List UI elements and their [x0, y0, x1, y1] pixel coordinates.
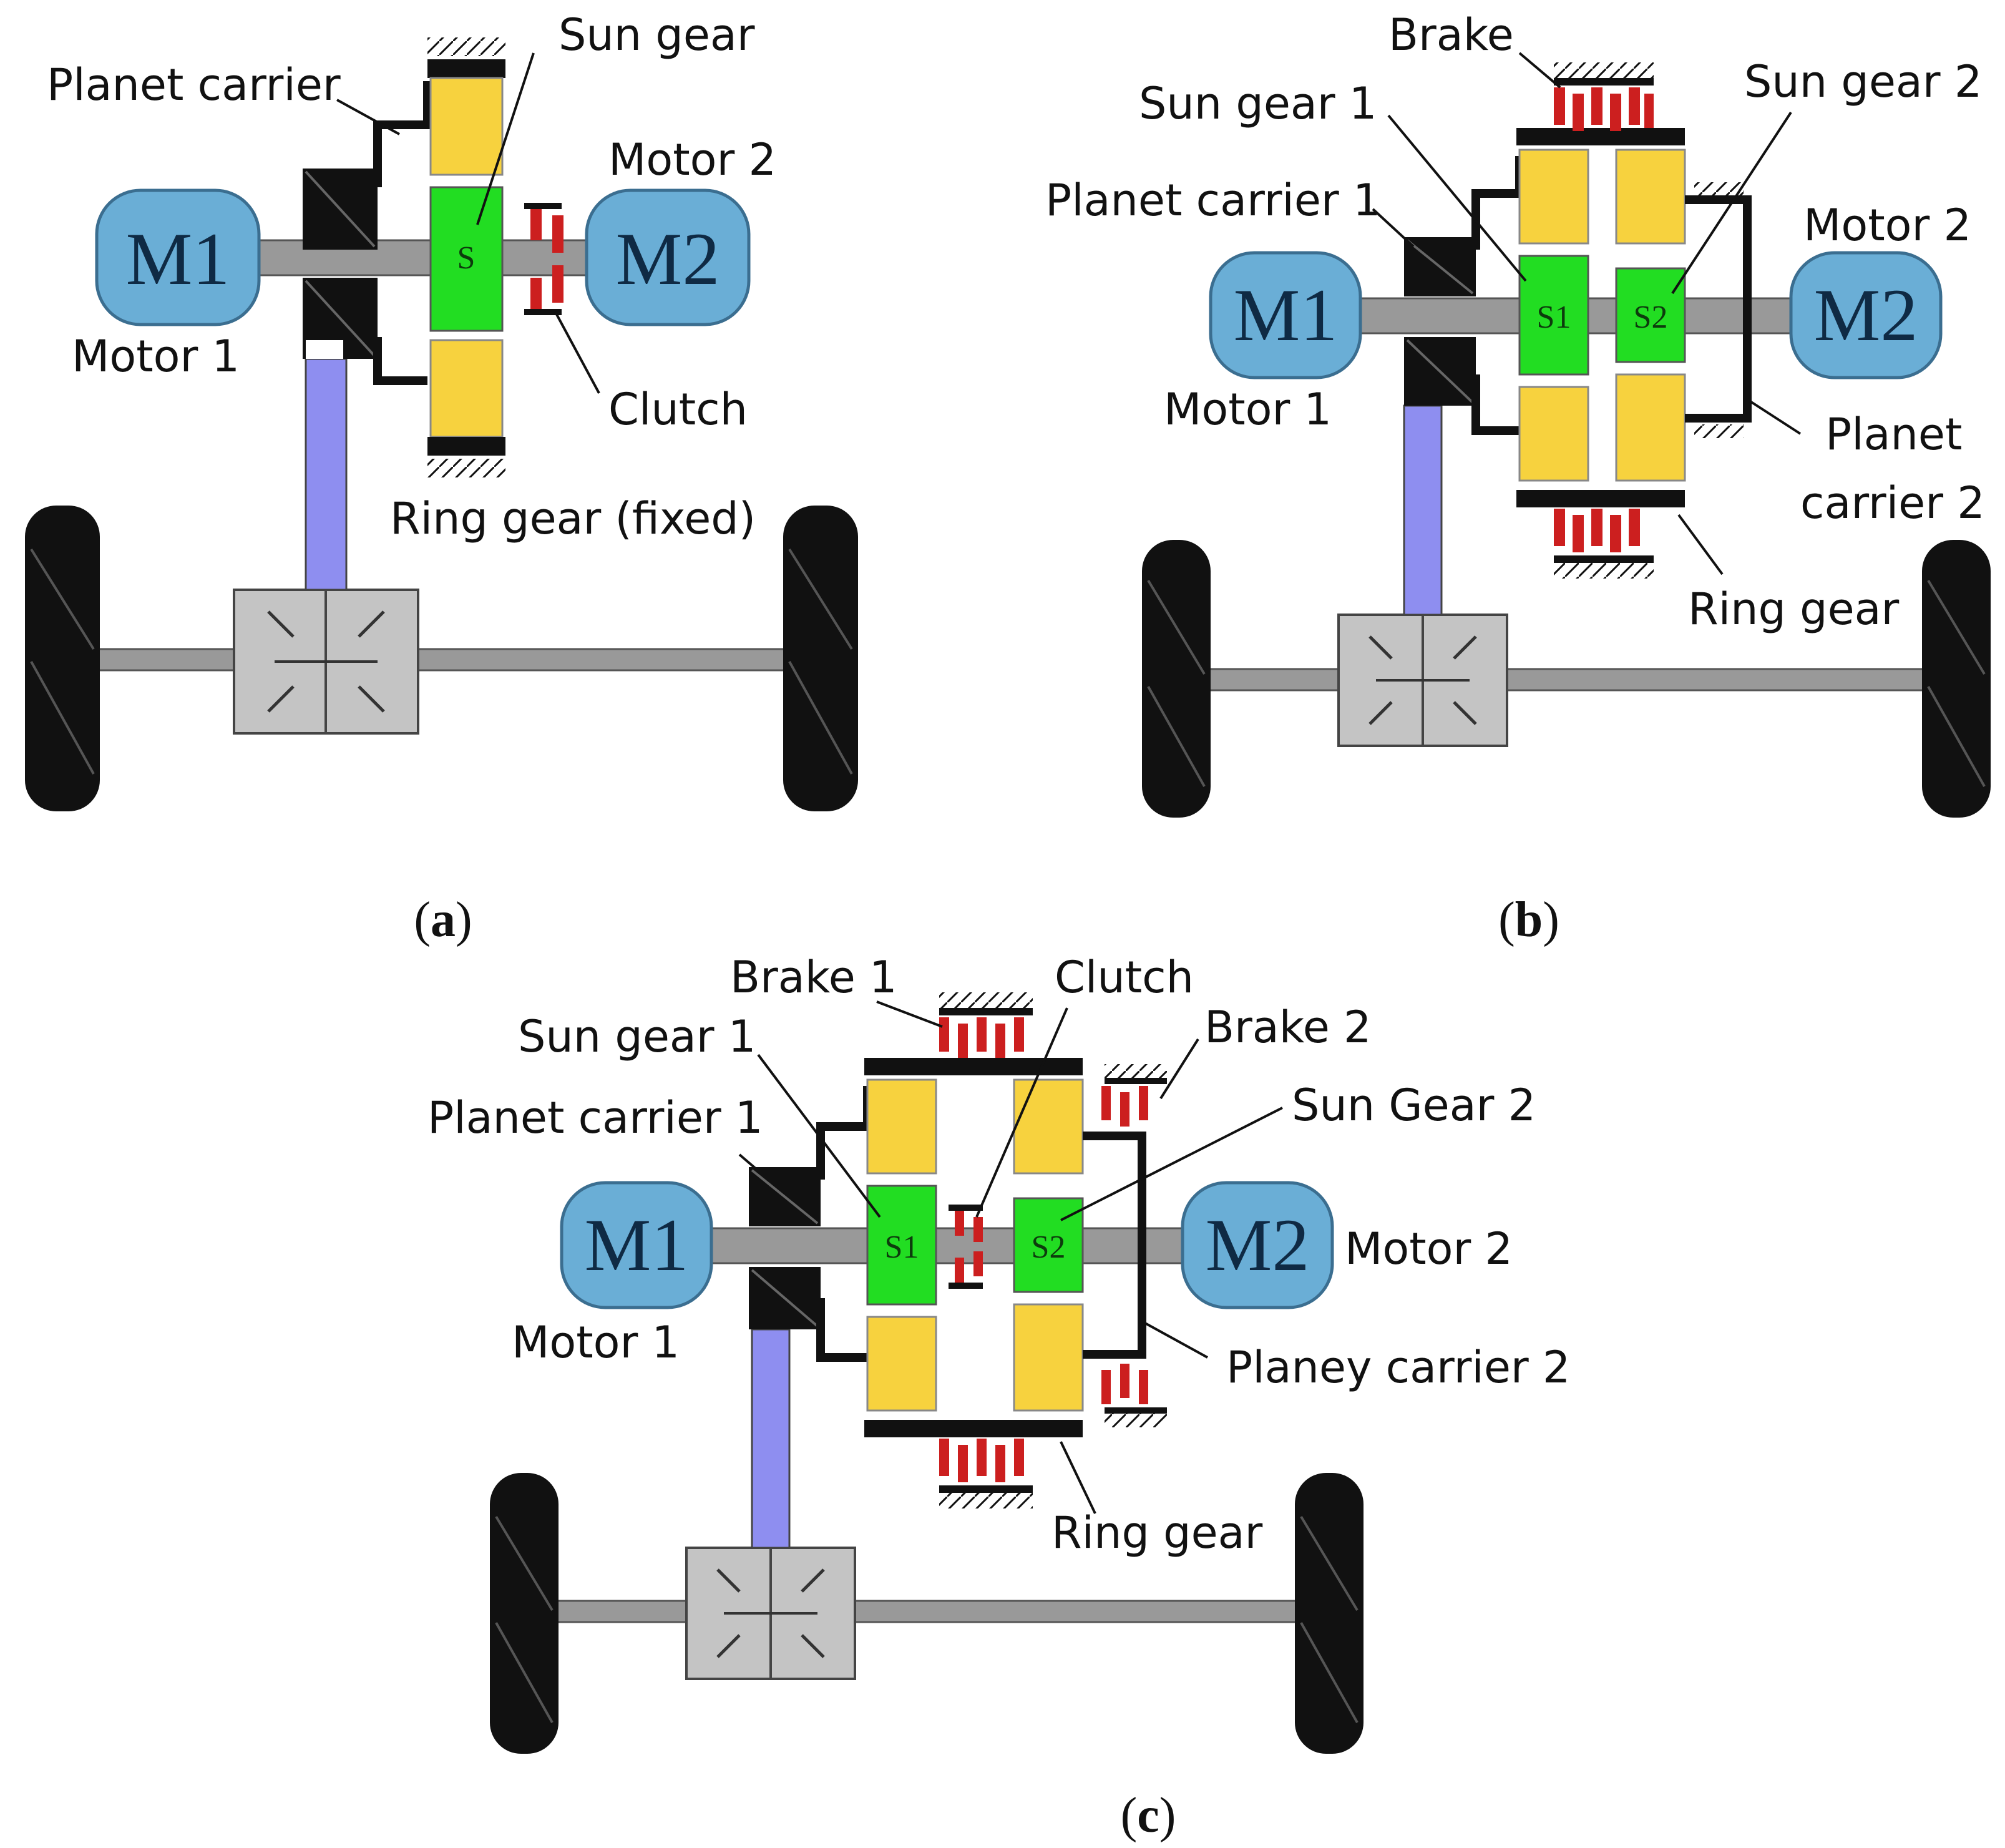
axle: [517, 1600, 1330, 1623]
ring-gear-brake: [1554, 509, 1654, 579]
axle: [1184, 668, 1948, 692]
motor-1: M1: [95, 188, 261, 326]
clutch: [524, 203, 563, 315]
brake: [1554, 62, 1654, 131]
label-planet-carrier-1: Planet carrier 1: [427, 1092, 763, 1143]
label-brake-2: Brake 2: [1204, 1002, 1372, 1053]
motor-1: M1: [1209, 251, 1362, 379]
differential: [233, 589, 419, 735]
sun-gear: [429, 186, 504, 332]
label-sun-gear-1: Sun gear 1: [1139, 78, 1377, 129]
label-motor-1: Motor 1: [72, 331, 240, 382]
motor-1-symbol: M1: [1234, 273, 1338, 356]
panel-a: M1 M2 S Planet carrier Sun gear Motor 2 …: [25, 9, 858, 947]
sun-gear-2-symbol: S2: [1032, 1230, 1066, 1265]
differential: [1337, 614, 1508, 747]
gear-set: [864, 1058, 1084, 1437]
left-wheel: [490, 1473, 559, 1754]
label-planet-carrier-2-line1: Planet: [1825, 409, 1962, 460]
label-planet-carrier: Planet carrier: [47, 59, 341, 110]
right-wheel: [783, 506, 858, 811]
planet-carrier-2: [1685, 182, 1752, 438]
left-wheel: [25, 506, 100, 811]
caption-b: (b): [1498, 892, 1559, 947]
main-shaft: [698, 1227, 1193, 1264]
motor-2: M2: [1181, 1181, 1334, 1309]
label-sun-gear-1: Sun gear 1: [518, 1011, 756, 1062]
label-ring-gear: Ring gear: [1051, 1507, 1263, 1558]
motor-2-symbol: M2: [1206, 1203, 1310, 1286]
label-planet-carrier-2-line2: carrier 2: [1800, 477, 1985, 529]
caption-a: (a): [414, 892, 472, 947]
right-wheel: [1922, 540, 1991, 818]
sun-gear-symbol: S: [457, 240, 476, 276]
motor-2: M2: [1789, 251, 1943, 379]
planet-carrier-1: [749, 1086, 872, 1362]
label-motor-1: Motor 1: [1164, 384, 1332, 435]
label-sun-gear-2: Sun Gear 2: [1292, 1080, 1536, 1131]
sun-gear-2-symbol: S2: [1634, 300, 1668, 335]
panel-b: M1 M2 S1 S2 Brake Sun gear 1 Sun gear 2 …: [1045, 9, 1991, 947]
sun-gear-1-symbol: S1: [885, 1230, 919, 1265]
planet-carrier-1: [1404, 156, 1524, 435]
motor-1-symbol: M1: [585, 1203, 689, 1286]
output-shaft: [751, 1328, 791, 1549]
motor-1-symbol: M1: [126, 217, 230, 300]
label-motor-2: Motor 2: [608, 134, 776, 185]
right-wheel: [1295, 1473, 1363, 1754]
planet-carrier-2: [1083, 1132, 1146, 1359]
label-clutch: Clutch: [608, 384, 748, 435]
differential: [685, 1547, 856, 1680]
label-planet-carrier-2: Planey carrier 2: [1226, 1342, 1570, 1393]
label-sun-gear: Sun gear: [559, 9, 755, 61]
brake-2: [1101, 1064, 1167, 1427]
label-planet-carrier-1: Planet carrier 1: [1045, 175, 1380, 226]
output-shaft: [305, 358, 348, 591]
clutch: [949, 1205, 983, 1289]
main-shaft: [248, 239, 588, 276]
label-clutch: Clutch: [1055, 952, 1194, 1003]
motor-1: M1: [560, 1181, 713, 1309]
motor-2: M2: [585, 188, 751, 326]
caption-c: (c): [1121, 1788, 1176, 1843]
gear-set: [427, 37, 505, 477]
label-brake: Brake: [1388, 9, 1514, 61]
label-motor-1: Motor 1: [512, 1317, 680, 1368]
planet-gear-top: [429, 77, 504, 176]
axle: [74, 648, 812, 672]
label-ring-gear: Ring gear: [1688, 584, 1900, 635]
output-shaft: [1403, 404, 1443, 616]
planet-gear-bottom: [429, 339, 504, 438]
label-sun-gear-2: Sun gear 2: [1744, 56, 1982, 107]
planet-carrier: [303, 81, 432, 385]
ring-gear-brake: [939, 1439, 1033, 1508]
left-wheel: [1142, 540, 1211, 818]
label-ring-gear: Ring gear (fixed): [390, 493, 756, 544]
label-brake-1: Brake 1: [730, 952, 897, 1003]
sun-gear-2: [1615, 267, 1686, 363]
sun-gear-1: [866, 1185, 937, 1306]
brake-1: [939, 992, 1033, 1058]
label-motor-2: Motor 2: [1345, 1223, 1513, 1274]
panel-c: M1 M2 S1 S2 Brake 1 Clutch Brake 2 Sun g…: [427, 952, 1570, 1843]
sun-gear-1-symbol: S1: [1537, 300, 1571, 335]
sun-gear-1: [1518, 255, 1589, 376]
motor-2-symbol: M2: [1814, 273, 1918, 356]
label-motor-2: Motor 2: [1803, 200, 1971, 251]
gear-set: [1516, 128, 1686, 507]
motor-2-symbol: M2: [616, 217, 720, 300]
